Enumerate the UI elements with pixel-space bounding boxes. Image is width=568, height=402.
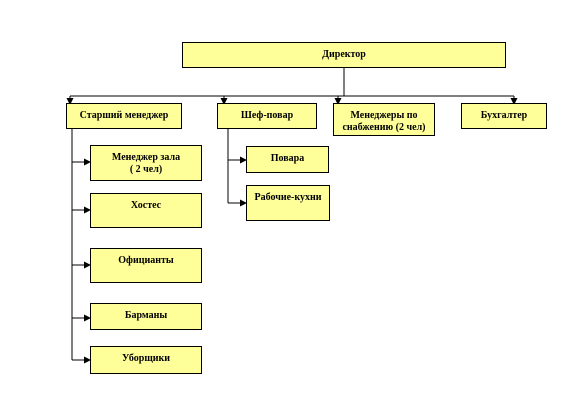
bartenders-label: Барманы bbox=[124, 310, 168, 321]
supply-managers-label: Менеджеры по снабжению (2 чел) bbox=[342, 110, 426, 133]
cooks-label: Повара bbox=[270, 153, 305, 164]
cleaners-label: Уборщики bbox=[121, 353, 171, 364]
accountant-label: Бухгалтер bbox=[480, 110, 528, 121]
bartenders-box: Барманы bbox=[90, 303, 202, 330]
kitchen-workers-label: Рабочие-кухни bbox=[254, 192, 322, 203]
senior-manager-box: Старший менеджер bbox=[66, 103, 182, 129]
director-label: Директор bbox=[322, 49, 366, 60]
cleaners-box: Уборщики bbox=[90, 346, 202, 374]
hall-manager-box: Менеджер зала ( 2 чел) bbox=[90, 145, 202, 181]
hostess-label: Хостес bbox=[130, 200, 162, 211]
waiters-label: Официанты bbox=[118, 255, 174, 266]
chef-label: Шеф-повар bbox=[240, 110, 294, 121]
waiters-box: Официанты bbox=[90, 248, 202, 283]
kitchen-workers-box: Рабочие-кухни bbox=[246, 185, 330, 221]
cooks-box: Повара bbox=[246, 146, 329, 173]
hall-manager-label: Менеджер зала ( 2 чел) bbox=[111, 152, 181, 175]
director-box: Директор bbox=[182, 42, 506, 68]
chef-box: Шеф-повар bbox=[217, 103, 317, 129]
accountant-box: Бухгалтер bbox=[461, 103, 547, 129]
hostess-box: Хостес bbox=[90, 193, 202, 228]
senior-manager-label: Старший менеджер bbox=[79, 110, 169, 121]
supply-managers-box: Менеджеры по снабжению (2 чел) bbox=[333, 103, 435, 136]
